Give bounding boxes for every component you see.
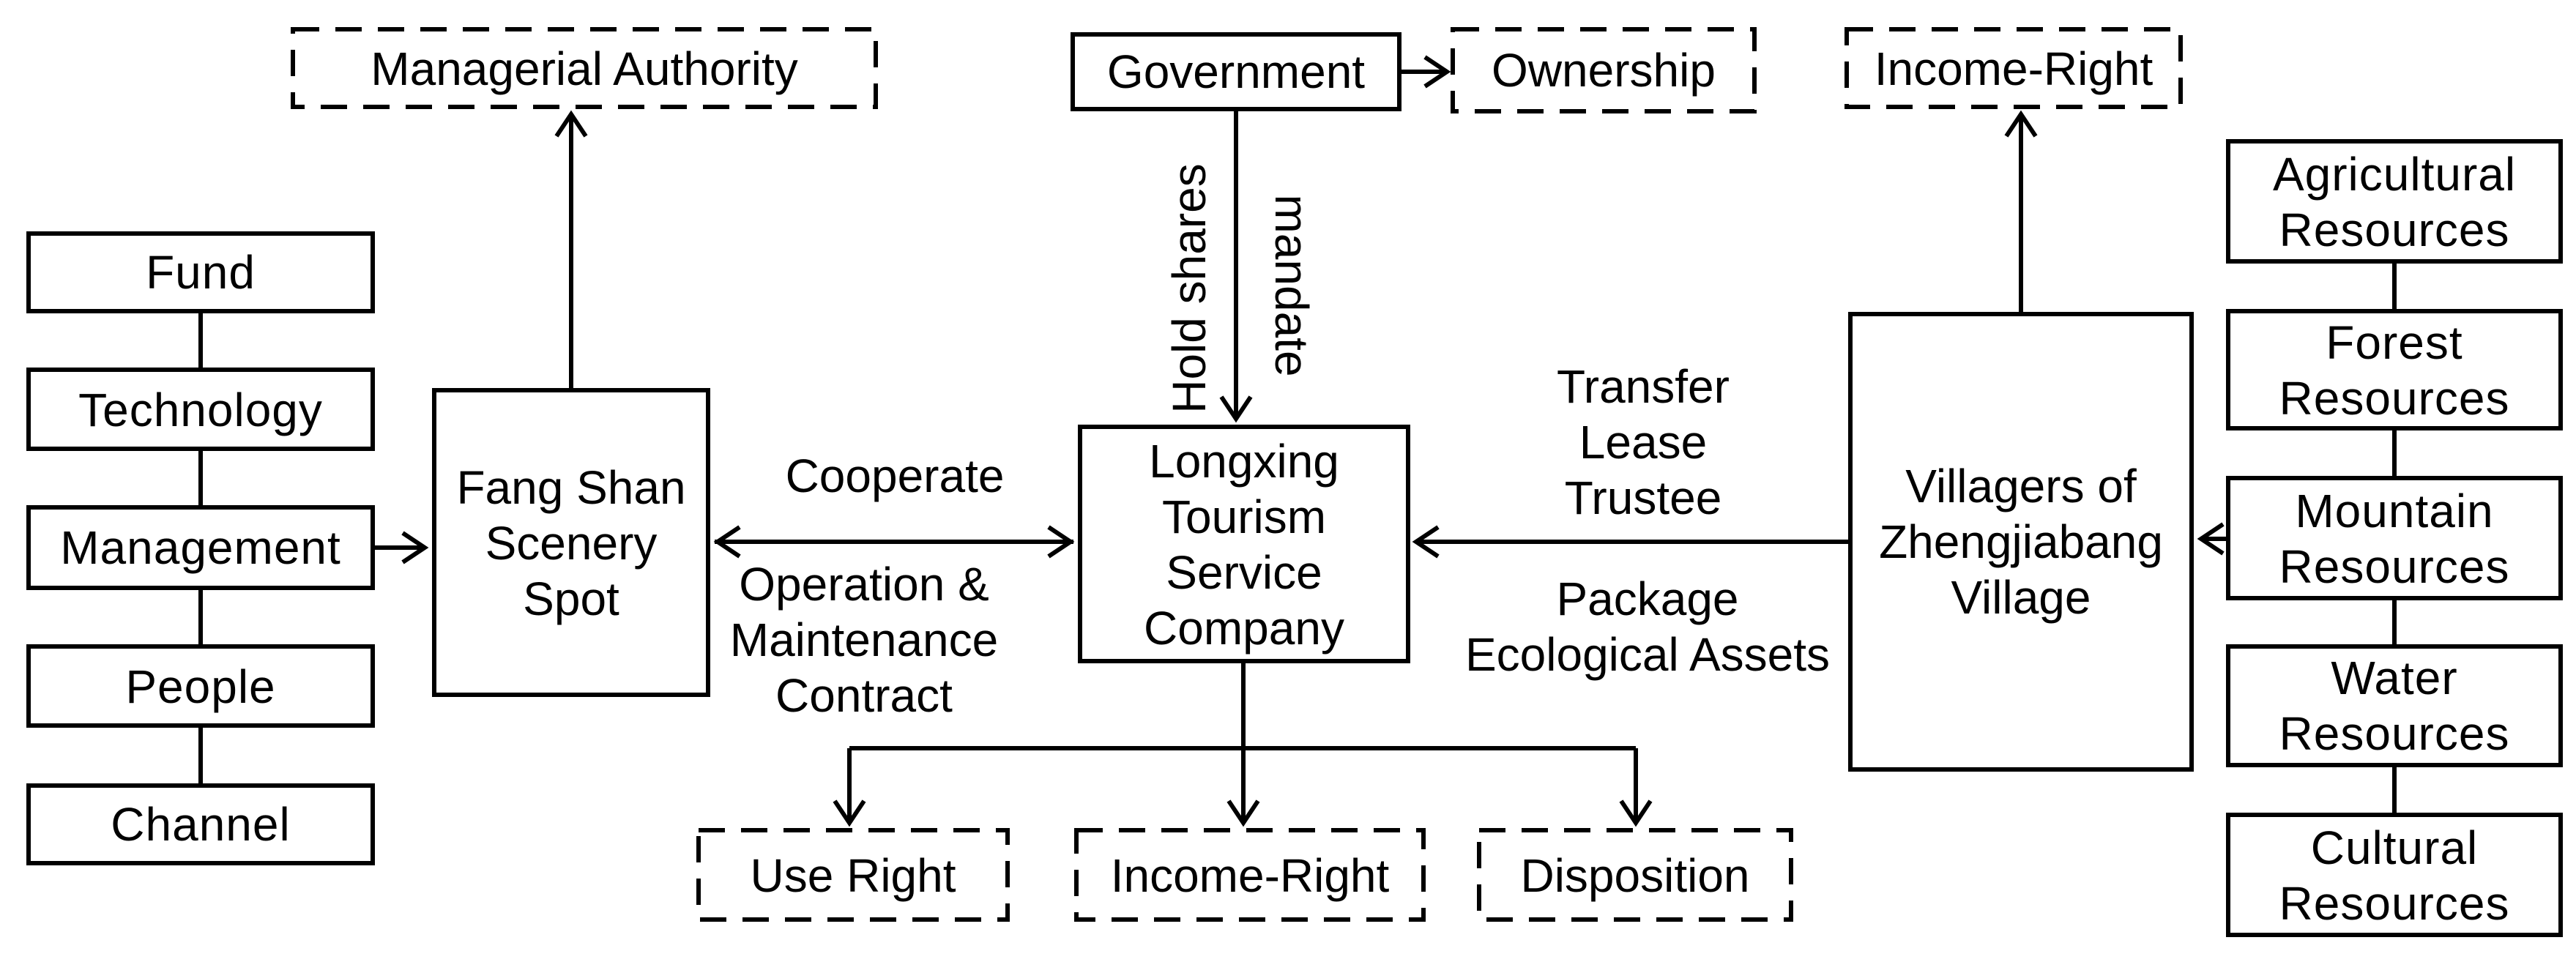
disposition-dashed-outline [1477, 828, 1793, 922]
node-fang-shan-scenery-spot: Fang Shan Scenery Spot [432, 388, 710, 697]
node-government: Government [1071, 32, 1401, 111]
node-management: Management [26, 505, 375, 590]
node-people: People [26, 644, 375, 728]
node-technology: Technology [26, 368, 375, 451]
node-mountain-resources: Mountain Resources [2226, 476, 2563, 600]
node-income-right-top: Income-Right [1874, 42, 2154, 94]
node-water-resources: Water Resources [2226, 644, 2563, 767]
edge-label-transfer-lease-trustee: Transfer Lease Trustee [1557, 360, 1730, 524]
node-managerial-authority: Managerial Authority [371, 42, 798, 94]
node-longxing-tourism-service-company: Longxing Tourism Service Company [1078, 425, 1410, 663]
node-villagers-of-zhengjiabang-village: Villagers of Zhengjiabang Village [1848, 312, 2194, 772]
node-income-right-bottom: Income-Right [1110, 849, 1390, 901]
income-right-bottom-dashed-outline [1074, 828, 1426, 922]
node-use-right: Use Right [750, 849, 956, 901]
managerial-authority-dashed-outline [291, 27, 878, 109]
node-forest-resources: Forest Resources [2226, 309, 2563, 430]
edge-label-cooperate: Cooperate [785, 450, 1005, 502]
use-right-dashed-outline [696, 828, 1010, 922]
income-right-top-dashed-outline [1844, 27, 2183, 109]
edge-label-package-ecological-assets: Package Ecological Assets [1464, 573, 1831, 681]
node-disposition: Disposition [1520, 849, 1750, 901]
node-channel: Channel [26, 783, 375, 865]
node-fund: Fund [26, 231, 375, 313]
edge-label-mandate: mandate [1265, 194, 1318, 377]
ownership-dashed-outline [1451, 27, 1757, 113]
edge-label-hold-shares: Hold shares [1163, 163, 1216, 414]
node-agricultural-resources: Agricultural Resources [2226, 139, 2563, 264]
edge-label-operation-maintenance-contract: Operation & Maintenance Contract [729, 558, 999, 722]
node-cultural-resources: Cultural Resources [2226, 813, 2563, 937]
node-ownership: Ownership [1492, 44, 1716, 97]
